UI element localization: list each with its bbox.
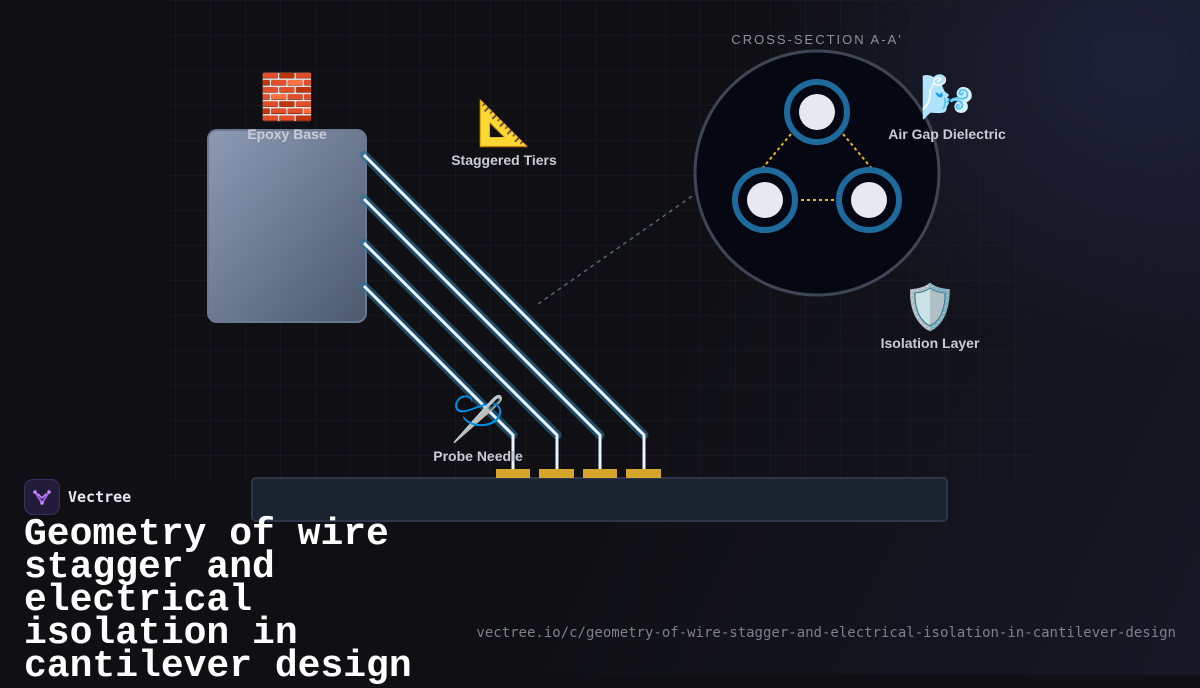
wire-tier-4	[359, 150, 649, 469]
contact-pads	[496, 469, 661, 478]
insulated-wire-section	[836, 167, 902, 233]
wind-face-icon: 🌬️	[919, 72, 975, 123]
epoxy-base-label: Epoxy Base	[247, 126, 327, 142]
cross-section-circle	[693, 49, 941, 297]
brand-name: Vectree	[68, 488, 132, 506]
contact-pad	[496, 469, 530, 478]
probe-needle-label: Probe Needle	[433, 448, 523, 464]
triangular-ruler-icon: 📐	[476, 98, 532, 149]
wire-tier-3	[359, 194, 605, 469]
staggered-tiers-label: Staggered Tiers	[451, 152, 557, 168]
cross-section-title: CROSS-SECTION A-A'	[731, 32, 903, 47]
page-url: vectree.io/c/geometry-of-wire-stagger-an…	[476, 625, 1176, 641]
air-gap-dielectric-label: Air Gap Dielectric	[888, 126, 1006, 142]
isolation-layer-label: Isolation Layer	[880, 335, 980, 351]
epoxy-base-block	[207, 129, 367, 323]
wire-tier-2	[359, 238, 562, 469]
page-title: Geometry of wire stagger and electrical …	[24, 513, 412, 688]
wire-tier-1	[359, 281, 518, 469]
brick-icon: 🧱	[259, 72, 315, 123]
insulated-wire-section	[732, 167, 798, 233]
contact-pad	[583, 469, 617, 478]
brand: Vectree	[24, 479, 131, 515]
contact-pad	[539, 469, 574, 478]
air-gap-lines	[760, 133, 874, 201]
sewing-needle-icon: 🪡	[450, 394, 506, 445]
vectree-logo-icon	[24, 479, 60, 515]
cross-section-view	[693, 49, 941, 297]
cantilever-wires	[359, 150, 649, 469]
contact-pad	[626, 469, 661, 478]
insulated-wire-section	[784, 79, 850, 145]
section-leader-line	[537, 191, 699, 305]
shield-icon: 🛡️	[902, 282, 958, 333]
